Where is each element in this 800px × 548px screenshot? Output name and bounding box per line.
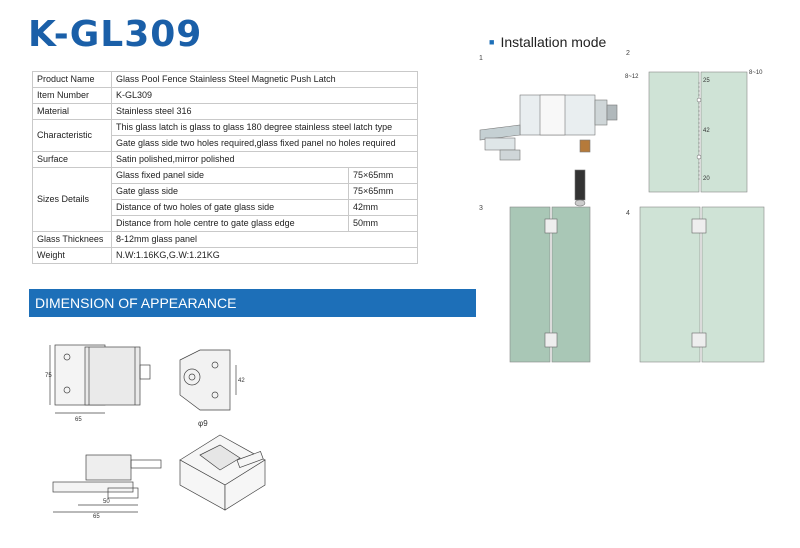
bullet-icon: ■ — [489, 37, 495, 47]
row-label: Glass Thicknees — [32, 231, 112, 248]
dim-b: 65 — [93, 514, 100, 520]
installation-heading-text: Installation mode — [500, 34, 607, 50]
row-value: Satin polished,mirror polished — [111, 151, 418, 168]
glass-panel — [639, 206, 701, 363]
row-label: Material — [32, 103, 112, 120]
drawing-side-view: φ9 42 — [179, 349, 245, 428]
table-row: Distance of two holes of gate glass side… — [33, 199, 418, 216]
dim-a: 25 — [703, 78, 710, 84]
install-step-3 — [509, 206, 591, 363]
step-number: 3 — [479, 205, 483, 212]
row-label: Characteristic — [32, 119, 112, 152]
row-value: This glass latch is glass to glass 180 d… — [111, 119, 418, 136]
product-title: K-GL309 — [28, 14, 203, 55]
glass-panel — [648, 71, 700, 193]
row-value: Glass Pool Fence Stainless Steel Magneti… — [111, 71, 418, 88]
step-number: 4 — [626, 210, 630, 217]
drawing-front-view: 75 65 — [45, 344, 151, 423]
install-step-1 — [479, 94, 618, 207]
dim-width: 65 — [75, 417, 82, 423]
table-row: Characteristic This glass latch is glass… — [32, 119, 418, 152]
size-value: 75×65mm — [348, 183, 418, 200]
glass-panel — [509, 206, 551, 363]
size-value: 42mm — [348, 199, 418, 216]
dim-height: 75 — [45, 373, 52, 379]
table-row: Item Number K-GL309 — [32, 87, 418, 104]
glass-panel — [701, 206, 765, 363]
table-row: Surface Satin polished,mirror polished — [32, 151, 418, 168]
row-label: Surface — [32, 151, 112, 168]
table-row: Glass Thicknees 8-12mm glass panel — [32, 231, 418, 248]
installation-heading: ■ Installation mode — [489, 34, 606, 50]
glass-panel — [700, 71, 748, 193]
dim-c: 20 — [703, 176, 710, 182]
row-value: K-GL309 — [111, 87, 418, 104]
step-number: 1 — [479, 55, 483, 62]
drawing-bottom-view: 50 65 — [52, 454, 162, 520]
row-value: N.W:1.16KG,G.W:1.21KG — [111, 247, 418, 264]
row-value: Gate glass side two holes required,glass… — [111, 135, 418, 152]
row-value: 8-12mm glass panel — [111, 231, 418, 248]
table-row: Weight N.W:1.16KG,G.W:1.21KG — [32, 247, 418, 264]
drawing-3d-view — [179, 434, 266, 511]
spec-table: Product Name Glass Pool Fence Stainless … — [32, 71, 418, 264]
dim-hole: φ9 — [198, 419, 208, 428]
size-name: Distance of two holes of gate glass side — [111, 199, 349, 216]
install-step-4 — [639, 206, 765, 363]
row-label: Product Name — [32, 71, 112, 88]
size-name: Gate glass side — [111, 183, 349, 200]
size-value: 50mm — [348, 215, 418, 232]
step-number: 2 — [626, 50, 630, 57]
glass-panel — [551, 206, 591, 363]
table-row: Material Stainless steel 316 — [32, 103, 418, 120]
dim-hole-distance: 42 — [238, 378, 245, 384]
dim-right: 8~10 — [749, 70, 763, 76]
dim-b: 42 — [703, 128, 710, 134]
row-label: Weight — [32, 247, 112, 264]
table-row: Product Name Glass Pool Fence Stainless … — [32, 71, 418, 88]
size-name: Distance from hole centre to gate glass … — [111, 215, 349, 232]
table-row: Sizes Details Glass fixed panel side 75×… — [32, 167, 418, 232]
dimension-banner: DIMENSION OF APPEARANCE — [29, 289, 476, 317]
install-step-2: 8~12 8~10 25 42 20 — [625, 70, 763, 193]
size-name: Glass fixed panel side — [111, 167, 349, 184]
row-value: Stainless steel 316 — [111, 103, 418, 120]
dim-left: 8~12 — [625, 74, 639, 80]
row-label: Item Number — [32, 87, 112, 104]
size-value: 75×65mm — [348, 167, 418, 184]
row-label: Sizes Details — [32, 167, 112, 232]
dim-a: 50 — [103, 499, 110, 505]
